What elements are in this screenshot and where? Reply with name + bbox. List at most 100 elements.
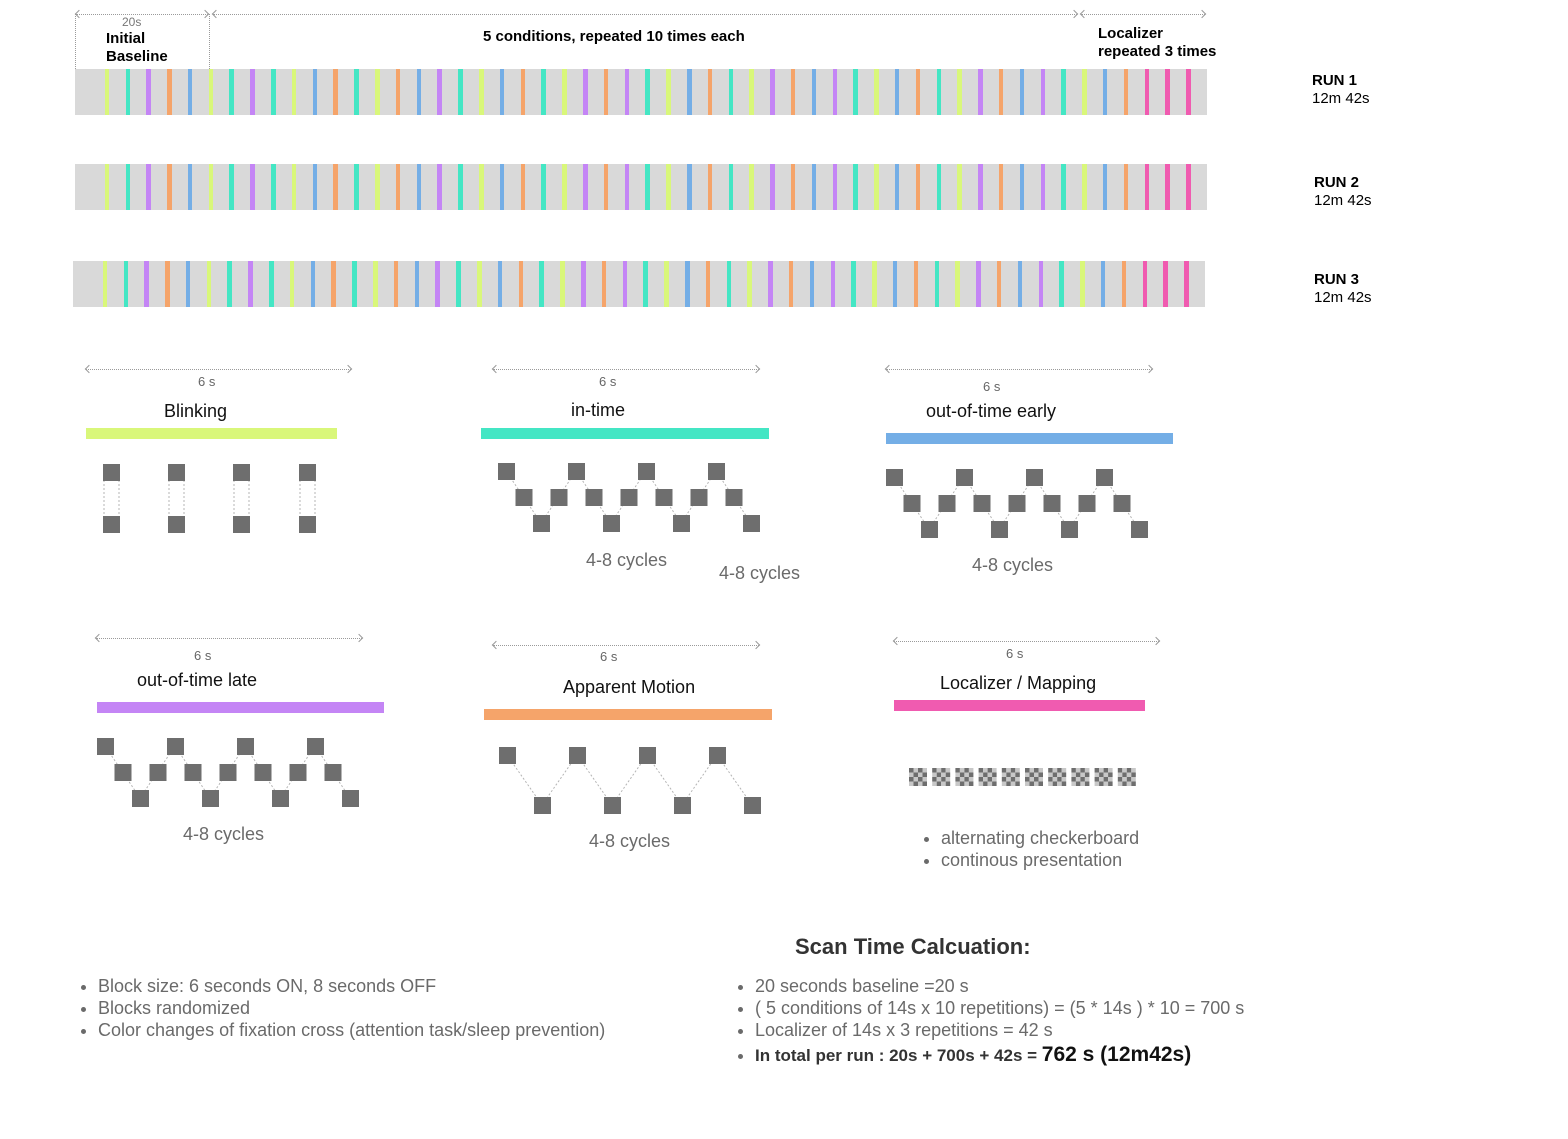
run-1-block-out-of-time-early — [1019, 69, 1025, 115]
stimulus-square — [114, 764, 132, 781]
checker-cell — [922, 781, 927, 786]
localizer-header-line1: Localizer — [1098, 25, 1164, 42]
checker-cell — [983, 777, 988, 782]
checker-cell — [936, 781, 942, 786]
run-3-block-blinking — [102, 261, 108, 307]
checker-cell — [1071, 772, 1076, 777]
checker-cell — [1108, 768, 1113, 773]
run-2-block-out-of-time-late — [832, 164, 838, 210]
stimulus-square — [991, 521, 1008, 538]
checker-cell — [1061, 768, 1067, 773]
checker-cell — [978, 772, 984, 777]
checker-cell — [992, 781, 997, 786]
run-1-time: 12m 42s — [1312, 90, 1370, 107]
checker-cell — [1006, 772, 1011, 777]
checker-cell — [1052, 777, 1058, 782]
stimulus-square — [655, 489, 673, 506]
checker-cell — [1071, 781, 1076, 786]
stimulus-square — [1078, 495, 1096, 512]
checker-cell — [1010, 768, 1016, 773]
stimulus-square — [886, 469, 903, 486]
run-1-block-apparent-motion — [707, 69, 713, 115]
stimulus-square — [1131, 521, 1148, 538]
run-2-block-apparent-motion — [395, 164, 401, 210]
scan-time-total-prefix: In total per run : 20s + 700s + 42s = — [755, 1046, 1042, 1065]
run-3-label: RUN 3 12m 42s — [1314, 271, 1372, 307]
checker-cell — [1025, 781, 1030, 786]
run-3-block-apparent-motion — [331, 261, 336, 307]
checker-cell — [968, 781, 974, 786]
run-1-block-out-of-time-late — [583, 69, 588, 115]
design-notes: Block size: 6 seconds ON, 8 seconds OFF … — [76, 975, 605, 1041]
run-2-block-out-of-time-late — [770, 164, 775, 210]
checker-cell — [945, 768, 951, 773]
run-1-block-apparent-motion — [167, 69, 172, 115]
run-1-block-in-time — [853, 69, 858, 115]
checker-cell — [1122, 781, 1127, 786]
blinking-title: Blinking — [164, 401, 228, 421]
run-3-block-out-of-time-late — [248, 261, 253, 307]
checker-cell — [945, 777, 951, 782]
checker-cell — [941, 781, 946, 786]
checker-cell — [1075, 781, 1081, 786]
run-2-block-apparent-motion — [915, 164, 921, 210]
checker-cell — [918, 768, 923, 773]
stimulus-square — [674, 797, 691, 814]
checker-cell — [1001, 777, 1007, 782]
run-1-block-apparent-motion — [520, 69, 526, 115]
checker-cell — [968, 772, 974, 777]
stimulus-square — [533, 515, 550, 532]
checker-cell — [1034, 772, 1039, 777]
checker-cell — [955, 777, 960, 782]
checker-cell — [1048, 777, 1053, 782]
run-3-time: 12m 42s — [1314, 289, 1372, 306]
checker-cell — [964, 781, 969, 786]
run-3-block-blinking — [747, 261, 752, 307]
checker-cell — [1029, 781, 1034, 786]
checker-cell — [968, 768, 974, 773]
checkerboard-stimulus — [909, 768, 1136, 786]
run-1-block-in-time — [229, 69, 234, 115]
run-2-block-in-time — [645, 164, 650, 210]
checker-cell — [1015, 768, 1020, 773]
run-3-block-out-of-time-late — [976, 261, 981, 307]
run-3-block-blinking — [289, 261, 295, 307]
run-2-block-out-of-time-early — [416, 164, 422, 210]
run-3-block-blinking — [664, 261, 669, 307]
checker-cell — [909, 768, 914, 773]
stimulus-square — [569, 747, 586, 764]
checker-cell — [918, 772, 923, 777]
stimulus-square — [921, 521, 938, 538]
run-3-block-blinking — [955, 261, 960, 307]
run-1-timeline — [75, 69, 1207, 115]
loc-title: Localizer / Mapping — [940, 673, 1097, 693]
checker-cell — [959, 777, 965, 782]
checker-cell — [964, 768, 969, 773]
checker-cell — [922, 768, 927, 773]
stimulus-square — [603, 515, 620, 532]
run-2-block-localizer — [1165, 164, 1170, 210]
design-note-1: Block size: 6 seconds ON, 8 seconds OFF — [98, 975, 605, 997]
run-2-block-apparent-motion — [333, 164, 338, 210]
checker-cell — [1126, 768, 1132, 773]
run-2-block-apparent-motion — [167, 164, 172, 210]
run-1-block-in-time — [354, 69, 359, 115]
run-3-block-apparent-motion — [913, 261, 919, 307]
scan-time-title: Scan Time Calcuation: — [795, 934, 1031, 959]
run-3-block-in-time — [851, 261, 856, 307]
run-2-block-apparent-motion — [1123, 164, 1129, 210]
baseline-left-guide — [75, 14, 76, 69]
run-1-block-blinking — [375, 69, 380, 115]
checker-cell — [959, 768, 965, 773]
run-2-block-out-of-time-early — [1019, 164, 1025, 210]
checker-cell — [1080, 772, 1085, 777]
checker-cell — [918, 781, 923, 786]
checker-cell — [955, 772, 960, 777]
checker-cell — [1038, 768, 1043, 773]
scan-time-total: In total per run : 20s + 700s + 42s = 76… — [755, 1044, 1244, 1067]
localizer-notes: alternating checkerboard continous prese… — [919, 827, 1139, 871]
run-1-block-out-of-time-early — [499, 69, 505, 115]
stimulus-square — [103, 516, 120, 533]
run-3-block-apparent-motion — [789, 261, 794, 307]
stimulus-square — [585, 489, 603, 506]
